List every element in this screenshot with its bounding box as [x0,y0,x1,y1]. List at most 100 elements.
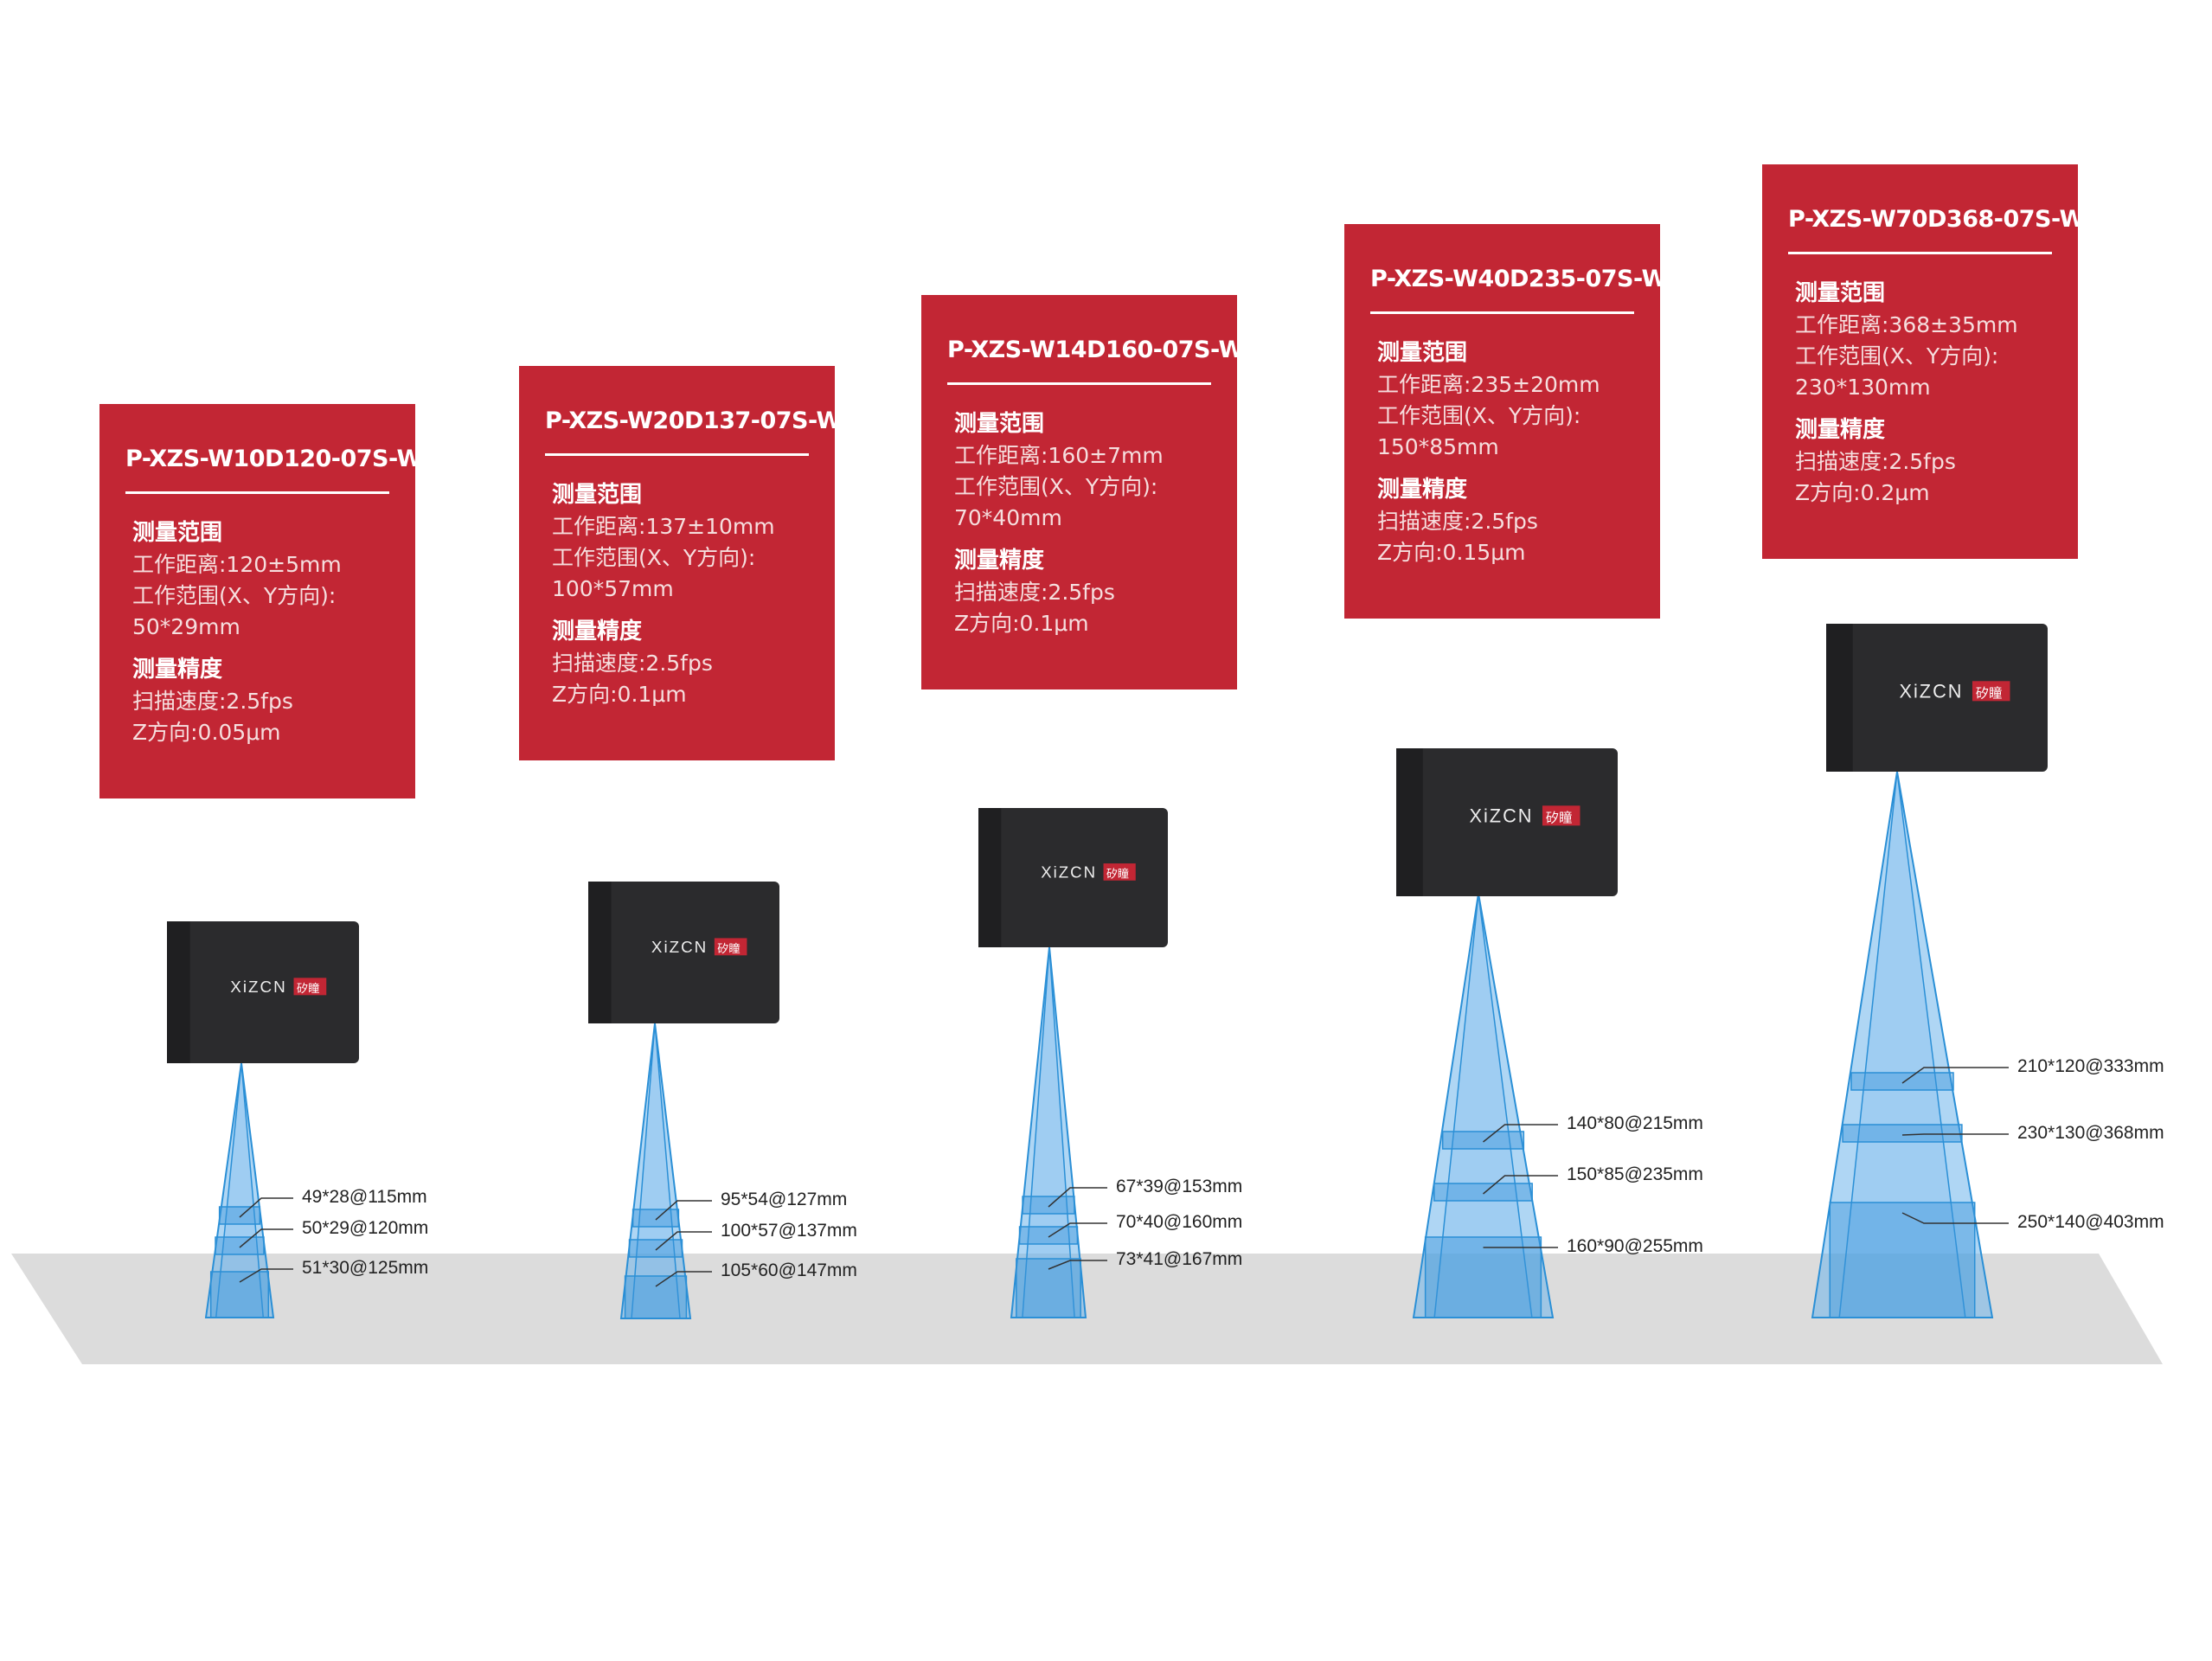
working-distance: 工作距离:368±35mm [1795,312,2018,337]
leader-line [1901,1067,2009,1084]
working-distance: 工作距离:137±10mm [552,514,775,539]
working-distance: 工作距离:120±5mm [132,552,342,577]
working-distance: 工作距离:235±20mm [1377,372,1600,397]
fov-slice [1018,1226,1079,1245]
leader-line [1048,1260,1107,1270]
scan-speed: 扫描速度:2.5fps [552,651,713,676]
leader-line [1483,1175,1558,1195]
leader-line [1901,1212,2009,1224]
brand-logo-badge [293,978,327,996]
leader-line [1048,1187,1107,1208]
brand-logo-badge [1972,681,2010,702]
fov-label: 100*57@137mm [721,1221,857,1241]
brand-logo: XiZCN [651,938,708,956]
range-heading: 测量范围 [954,411,1045,437]
fov-slice [1424,1236,1542,1318]
working-range: 230*130mm [1795,375,1931,400]
fov-label: 70*40@160mm [1116,1212,1243,1232]
z-precision: Z方向:0.1μm [552,682,687,707]
fov-slice [1022,1196,1075,1215]
working-distance: 工作距离:160±7mm [954,443,1164,468]
fov-slice [215,1236,265,1255]
fov-label: 73*41@167mm [1116,1249,1243,1269]
laser-beam [619,1023,712,1319]
fov-slice [628,1239,683,1258]
fov-label: 105*60@147mm [721,1260,857,1280]
working-range-label: 工作范围(X、Y方向): [1377,403,1581,428]
product-card: P-XZS-W14D160-07S-W 测量范围工作距离:160±7mm 工作范围(… [921,295,1244,689]
product-card: P-XZS-W40D235-07S-W 测量范围工作距离:235±20mm 工作范围… [1344,224,1667,619]
scan-speed: 扫描速度:2.5fps [132,689,293,714]
fov-label: 140*80@215mm [1567,1113,1703,1133]
sensor-device: XiZCN 矽瞳 [1826,624,2048,772]
fov-slice [209,1271,270,1318]
working-range: 100*57mm [552,576,674,601]
precision-heading: 测量精度 [1795,417,1886,443]
working-range-label: 工作范围(X、Y方向): [954,474,1158,499]
brand-logo-cn: 矽瞳 [717,942,741,956]
sensor-device: XiZCN 矽瞳 [167,921,359,1063]
spacer [545,605,809,615]
fov-slice [1016,1258,1081,1318]
laser-beam [204,1062,293,1318]
working-range: 150*85mm [1377,434,1499,459]
fov-slice [1850,1072,1954,1091]
fov-slice [632,1209,680,1228]
scan-speed: 扫描速度:2.5fps [1377,509,1538,534]
scan-speed: 扫描速度:2.5fps [1795,449,1956,474]
model-title: P-XZS-W20D137-07S-W [545,407,842,456]
fov-slice [218,1206,261,1225]
working-range: 50*29mm [132,614,240,639]
model-title: P-XZS-W10D120-07S-W [125,446,422,494]
precision-heading: 测量精度 [132,657,223,683]
fov-slice [1842,1124,1963,1143]
spacer [1788,403,2052,414]
brand-logo-badge [1542,805,1580,826]
scan-speed: 扫描速度:2.5fps [954,580,1115,605]
model-title: P-XZS-W40D235-07S-W [1370,266,1667,314]
laser-beam [1010,946,1107,1318]
fov-label: 49*28@115mm [302,1187,427,1207]
z-precision: Z方向:0.1μm [954,611,1089,636]
brand-logo-cn: 矽瞳 [1976,686,2003,702]
z-precision: Z方向:0.15μm [1377,540,1526,565]
range-heading: 测量范围 [132,520,223,546]
leader-line [239,1228,293,1248]
fov-slice [624,1275,688,1319]
brand-logo-badge [1103,863,1136,881]
brand-logo-badge [714,938,747,956]
model-title: P-XZS-W14D160-07S-W [947,337,1244,385]
range-heading: 测量范围 [1377,340,1468,366]
fov-label: 150*85@235mm [1567,1164,1703,1184]
z-precision: Z方向:0.2μm [1795,480,1930,505]
leader-line [655,1200,712,1221]
brand-logo-cn: 矽瞳 [297,982,320,996]
brand-logo: XiZCN [1469,805,1533,827]
product-card: P-XZS-W10D120-07S-W 测量范围工作距离:120±5mm 工作范围(… [99,404,422,798]
laser-beam [1412,893,1558,1318]
fov-slice [1441,1131,1525,1150]
brand-logo-cn: 矽瞳 [1106,868,1129,882]
z-precision: Z方向:0.05μm [132,720,281,745]
fov-slice [1829,1202,1976,1318]
leader-line [239,1268,293,1283]
leader-line [239,1197,293,1218]
model-title: P-XZS-W70D368-07S-W [1788,206,2085,254]
brand-logo: XiZCN [1899,681,1963,702]
fov-label: 250*140@403mm [2017,1212,2164,1232]
leader-line [1483,1124,1558,1143]
spacer [947,534,1211,544]
spacer [125,643,389,653]
brand-logo: XiZCN [230,978,287,996]
fov-slice [1433,1183,1533,1202]
working-range-label: 工作范围(X、Y方向): [132,583,337,608]
spacer [1370,463,1634,473]
laser-beam [1811,771,2009,1318]
leader-line [1901,1133,2009,1136]
precision-heading: 测量精度 [552,619,643,645]
fov-label: 230*130@368mm [2017,1123,2164,1143]
